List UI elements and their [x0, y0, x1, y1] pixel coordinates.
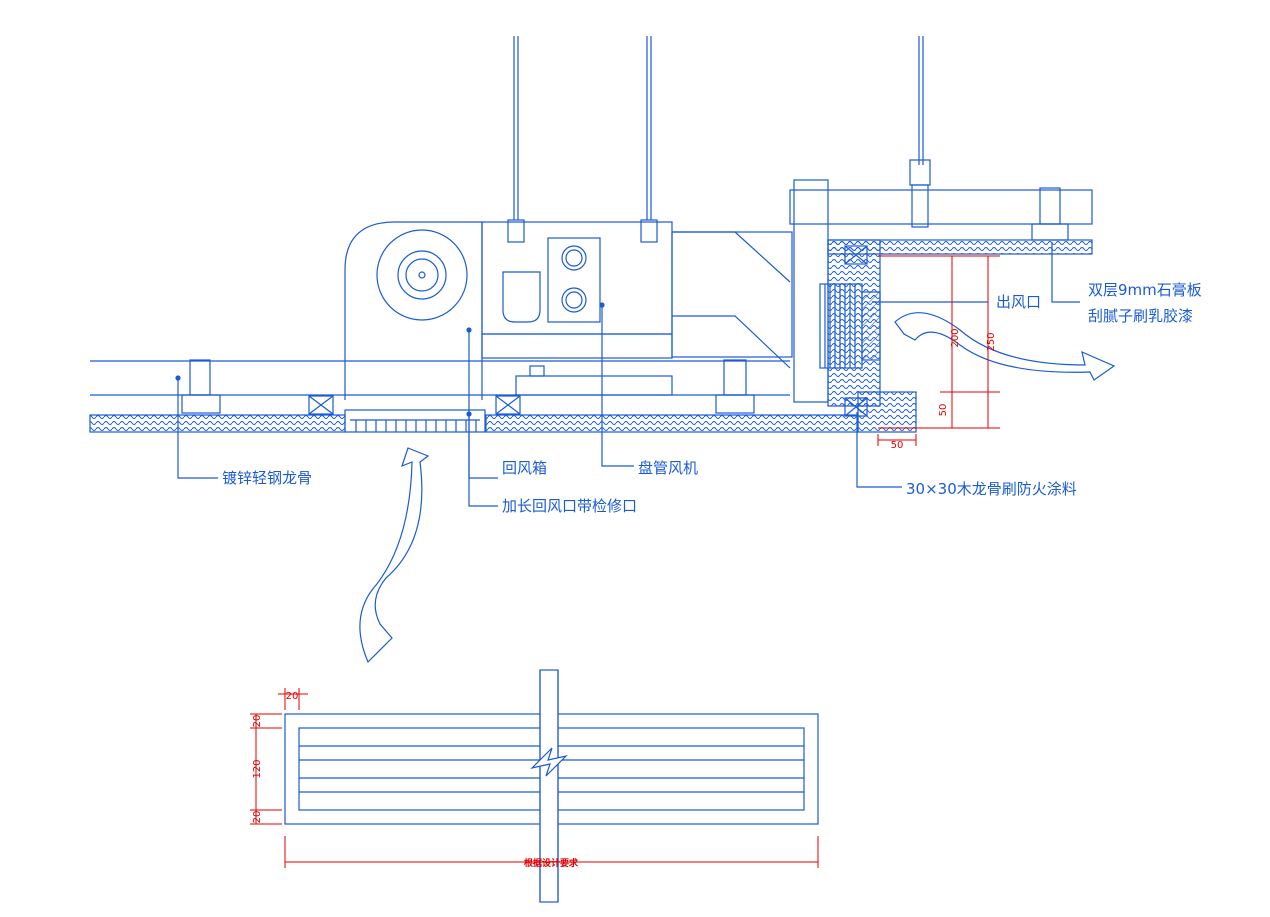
left-keel — [90, 359, 790, 414]
dim-grille-length: 根据设计要求 — [524, 857, 579, 869]
label-galvanized-keel: 镀锌轻钢龙骨 — [222, 469, 312, 487]
label-gypsum-line2: 刮腻子刷乳胶漆 — [1088, 307, 1193, 325]
label-fan-coil: 盘管风机 — [638, 459, 698, 477]
grille-detail — [284, 669, 819, 903]
label-gypsum-line1: 双层9mm石膏板 — [1088, 281, 1202, 299]
dim-grille-20-top: 20 — [286, 691, 299, 702]
leader-lines — [175, 242, 1080, 507]
dimension-texts: 200 250 50 50 20 20 120 20 根据设计要求 — [252, 328, 997, 869]
label-wood-keel: 30×30木龙骨刷防火涂料 — [906, 480, 1077, 498]
dim-50-vertical: 50 — [938, 404, 949, 417]
label-extended-return: 加长回风口带检修口 — [502, 497, 637, 515]
label-outlet: 出风口 — [996, 293, 1041, 311]
airflow-arrows — [359, 312, 1116, 664]
dim-grille-120: 120 — [252, 759, 263, 778]
callout-labels: 镀锌轻钢龙骨 回风箱 加长回风口带检修口 盘管风机 出风口 双层9mm石膏板 刮… — [222, 281, 1202, 515]
dim-grille-20-bottom: 20 — [252, 811, 263, 824]
dimension-lines — [250, 255, 1000, 868]
dim-grille-20-side: 20 — [252, 715, 263, 728]
fan-coil-unit — [344, 221, 793, 400]
ceiling-board — [89, 391, 917, 433]
hanger-rods — [507, 36, 931, 243]
dim-50-horizontal: 50 — [891, 440, 904, 451]
label-return-box: 回风箱 — [502, 459, 547, 477]
outlet-section — [789, 179, 1093, 417]
dim-250: 250 — [986, 332, 997, 351]
dim-200: 200 — [950, 328, 961, 347]
